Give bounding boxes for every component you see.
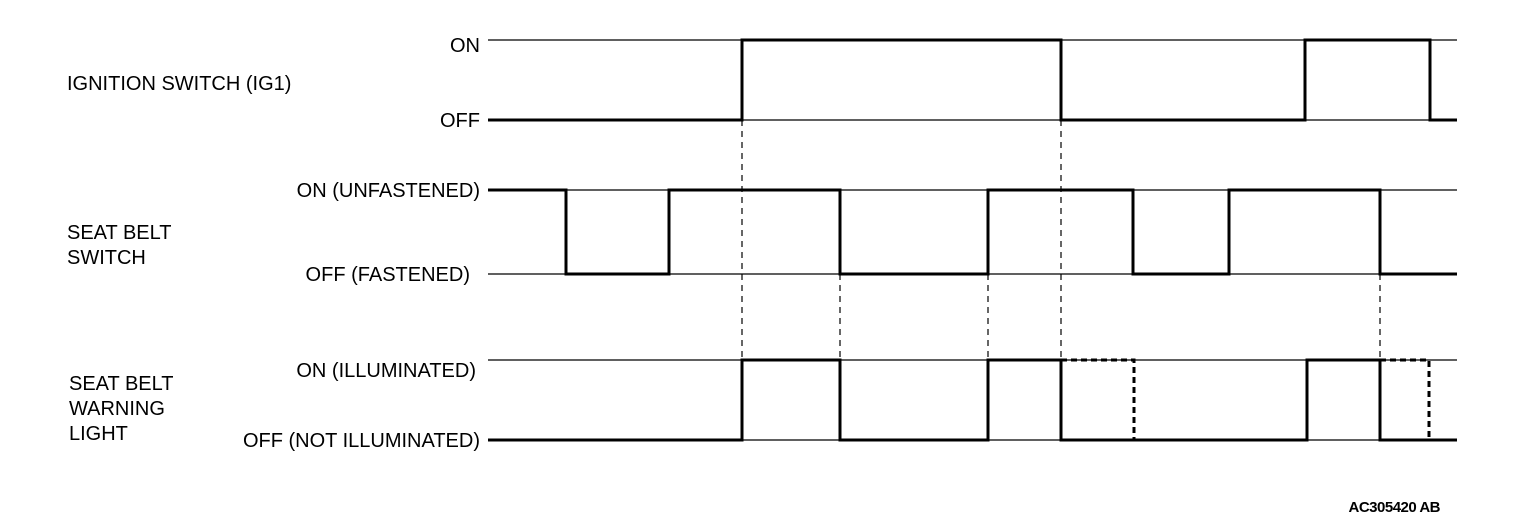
warning-light-name-line-3: LIGHT [69, 423, 128, 445]
ignition-off-label: OFF [440, 110, 480, 132]
warning-light-waveform [488, 358, 1457, 442]
timing-guide-lines [741, 120, 1381, 360]
warning-light-name-line-1: SEAT BELT [69, 373, 173, 395]
seat-belt-switch-name-line-2: SWITCH [67, 247, 146, 269]
figure-code: AC305420 AB [1349, 499, 1441, 516]
ignition-waveform [488, 38, 1457, 122]
ignition-switch-row: IGNITION SWITCH (IG1) ON OFF [67, 35, 1457, 132]
seat-belt-switch-off-label: OFF (FASTENED) [306, 264, 470, 286]
warning-light-row: SEAT BELT WARNING LIGHT ON (ILLUMINATED)… [69, 358, 1457, 452]
seat-belt-switch-row: SEAT BELT SWITCH ON (UNFASTENED) OFF (FA… [67, 180, 1457, 286]
seat-belt-switch-name-line-1: SEAT BELT [67, 222, 171, 244]
seat-belt-switch-waveform [488, 188, 1457, 276]
ignition-on-label: ON [450, 35, 480, 57]
warning-light-name-line-2: WARNING [69, 398, 165, 420]
warning-light-dashed-pulse-1 [1061, 358, 1136, 440]
warning-light-off-label: OFF (NOT ILLUMINATED) [243, 430, 480, 452]
seat-belt-switch-on-label: ON (UNFASTENED) [297, 180, 480, 202]
ignition-switch-name: IGNITION SWITCH (IG1) [67, 73, 291, 95]
warning-light-dashed-pulse-2 [1380, 358, 1431, 440]
warning-light-on-label: ON (ILLUMINATED) [296, 360, 476, 382]
